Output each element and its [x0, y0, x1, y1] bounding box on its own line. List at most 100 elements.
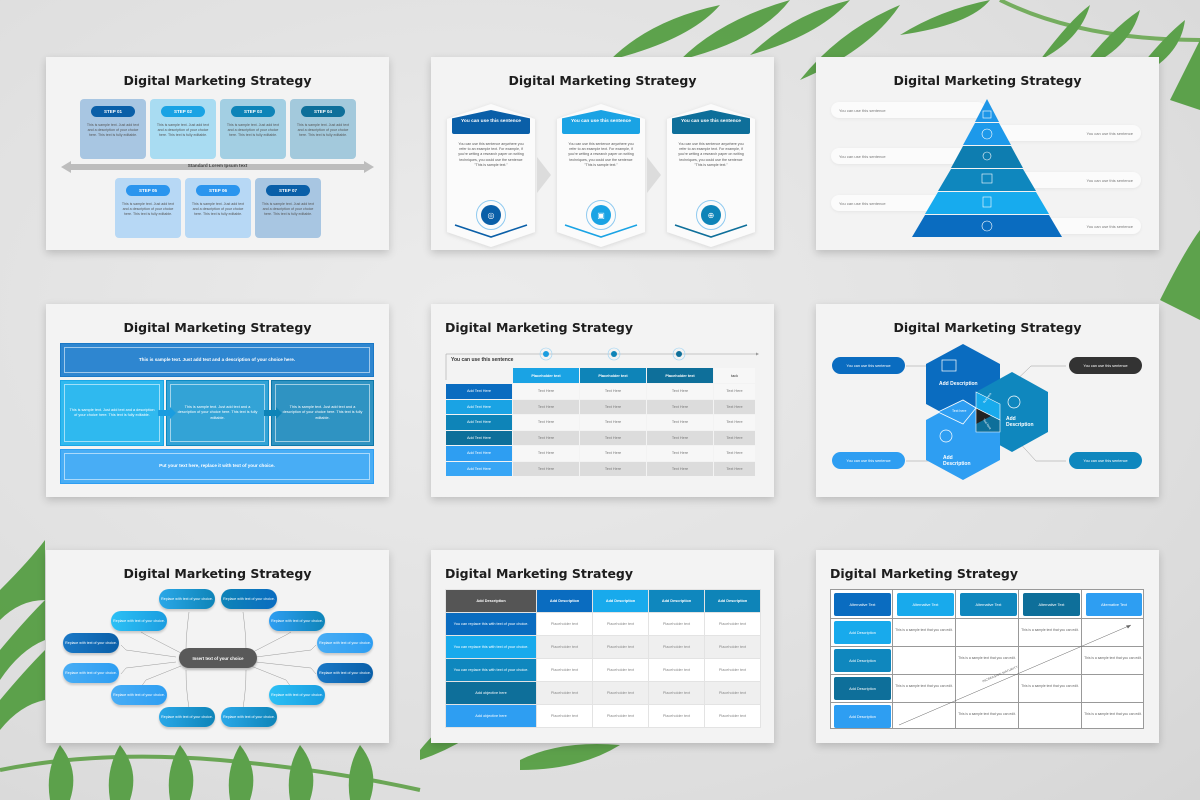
column-header: Add Description — [445, 589, 537, 613]
slide-hexagon-cluster[interactable]: Digital Marketing Strategy Add Descripti… — [816, 304, 1159, 497]
row-header: Add Description — [834, 621, 891, 644]
table-cell: Text Here — [714, 446, 755, 461]
grid-cell: This is a sample text that you can edit. — [895, 628, 953, 632]
slide-steps-timeline[interactable]: Digital Marketing Strategy STEP 01 This … — [46, 57, 389, 250]
table-row: Add Text Here Text Here Text Here Text H… — [446, 446, 755, 461]
step-text: This is sample text. Just add text and a… — [296, 123, 350, 138]
briefcase-icon — [941, 359, 957, 372]
timeline-marker-3 — [672, 347, 686, 361]
grid-cell: This is a sample text that you can edit. — [1084, 656, 1142, 660]
step-text: This is sample text. Just add text and a… — [86, 123, 140, 138]
table-cell: Text Here — [513, 399, 579, 414]
table-cell: Placeholder text — [704, 681, 761, 705]
mind-map-node: Replace with text of your choice. — [317, 663, 373, 683]
bottom-box-text: Put your text here, replace it with text… — [159, 463, 275, 469]
step-label: STEP 05 — [126, 185, 170, 196]
table-row: Add Text Here Text Here Text Here Text H… — [446, 415, 755, 430]
slide-title: Digital Marketing Strategy — [893, 73, 1082, 88]
bottom-box: Put your text here, replace it with text… — [60, 449, 374, 484]
pyramid-label-3: You can use this sentence — [831, 148, 986, 164]
slide-box-flow[interactable]: Digital Marketing Strategy This is sampl… — [46, 304, 389, 497]
row-header: Add Text Here — [446, 399, 512, 414]
column-header: Add Description — [704, 589, 761, 613]
gear-head-icon — [981, 220, 993, 232]
slide-title: Digital Marketing Strategy — [830, 566, 1019, 581]
step-card-05: STEP 05 This is sample text. Just add te… — [115, 178, 181, 238]
card-text: You can use this sentence anywhere you r… — [568, 142, 634, 167]
table-cell: Text Here — [714, 399, 755, 414]
row-header: You can replace this with text of your c… — [445, 612, 537, 636]
mind-map-node: Replace with text of your choice. — [221, 707, 277, 727]
mind-map-node: Replace with text of your choice. — [111, 685, 167, 705]
table-cell: Text Here — [513, 430, 579, 445]
mind-map-node: Replace with text of your choice. — [111, 611, 167, 631]
slide-timeline-table[interactable]: Digital Marketing Strategy You can use t… — [431, 304, 774, 497]
table-cell: Text Here — [580, 430, 646, 445]
card-icon-ring: ◎ — [476, 200, 506, 230]
slide-mind-map[interactable]: Digital Marketing Strategy Insert text o… — [46, 550, 389, 743]
step-card-07: STEP 07 This is sample text. Just add te… — [255, 178, 321, 238]
table-row: Add Text Here Text Here Text Here Text H… — [446, 384, 755, 399]
slide-maturity-grid[interactable]: Digital Marketing Strategy Alternative T… — [816, 550, 1159, 743]
column-header: Placeholder text — [580, 368, 646, 383]
hex-card-1: You can use this sentence You can use th… — [447, 102, 535, 242]
step-text: This is sample text. Just add text and a… — [121, 202, 175, 217]
middle-box-text: This is sample text. Just add text and a… — [69, 407, 155, 418]
column-header: Placeholder text — [513, 368, 579, 383]
pyramid-label-2: You can use this sentence — [986, 125, 1141, 141]
column-header: Alternative Text — [834, 593, 891, 616]
table-cell: Text Here — [647, 446, 713, 461]
flow-arrows — [158, 407, 282, 419]
slide-title: Digital Marketing Strategy — [445, 320, 634, 335]
slide-pyramid[interactable]: Digital Marketing Strategy You can use t… — [816, 57, 1159, 250]
double-arrow-icon — [61, 161, 374, 173]
data-table: Placeholder text Placeholder text Placeh… — [445, 367, 756, 477]
laptop-icon: ▣ — [591, 205, 611, 225]
table-row: Add objective here Placeholder text Plac… — [445, 681, 761, 705]
table-cell: Text Here — [580, 384, 646, 399]
middle-box-3: This is sample text. Just add text and a… — [271, 380, 374, 446]
analytics-icon — [982, 196, 992, 208]
table-cell: Placeholder text — [648, 704, 705, 728]
table-cell: Text Here — [513, 415, 579, 430]
hex-card-2: You can use this sentence You can use th… — [557, 102, 645, 242]
table-cell: Placeholder text — [536, 612, 593, 636]
row-header: Add Text Here — [446, 415, 512, 430]
www-icon: ⊕ — [701, 205, 721, 225]
step-text: This is sample text. Just add text and a… — [261, 202, 315, 217]
table-cell: Text Here — [580, 415, 646, 430]
middle-box-text: This is sample text. Just add text and a… — [177, 404, 258, 420]
column-header: Placeholder text — [647, 368, 713, 383]
step-label: STEP 07 — [266, 185, 310, 196]
table-row: You can replace this with text of your c… — [445, 635, 761, 659]
slide-title: Digital Marketing Strategy — [123, 73, 312, 88]
step-label: STEP 06 — [196, 185, 240, 196]
table-cell: Placeholder text — [536, 704, 593, 728]
callout-top-right: You can use this sentence — [1069, 357, 1142, 374]
mind-map-node: Replace with text of your choice. — [159, 707, 215, 727]
step-label: STEP 03 — [231, 106, 275, 117]
row-header: Add Text Here — [446, 446, 512, 461]
table-cell: Placeholder text — [648, 635, 705, 659]
mind-map-node: Replace with text of your choice. — [317, 633, 373, 653]
mind-map-node: Replace with text of your choice. — [221, 589, 277, 609]
documents-icon — [981, 173, 993, 184]
slide-hexagon-cards[interactable]: Digital Marketing Strategy You can use t… — [431, 57, 774, 250]
table-cell: Placeholder text — [648, 681, 705, 705]
slide-title: Digital Marketing Strategy — [893, 320, 1082, 335]
row-header: Add Description — [834, 705, 891, 728]
table-cell: Text Here — [580, 399, 646, 414]
slide-title: Digital Marketing Strategy — [445, 566, 634, 581]
column-header: Alternative Text — [960, 593, 1017, 616]
table-cell: Text Here — [647, 415, 713, 430]
hex-label: Add Description — [939, 381, 978, 387]
slide-description-table[interactable]: Digital Marketing Strategy Add Descripti… — [431, 550, 774, 743]
card-text: You can use this sentence anywhere you r… — [678, 142, 744, 167]
slide-title: Digital Marketing Strategy — [123, 320, 312, 335]
table-cell: Text Here — [714, 430, 755, 445]
table-cell: Text Here — [714, 415, 755, 430]
table-cell: Text Here — [714, 461, 755, 476]
table-cell: Placeholder text — [536, 681, 593, 705]
table-cell: Text Here — [647, 384, 713, 399]
arrow-right-icon — [158, 407, 176, 419]
